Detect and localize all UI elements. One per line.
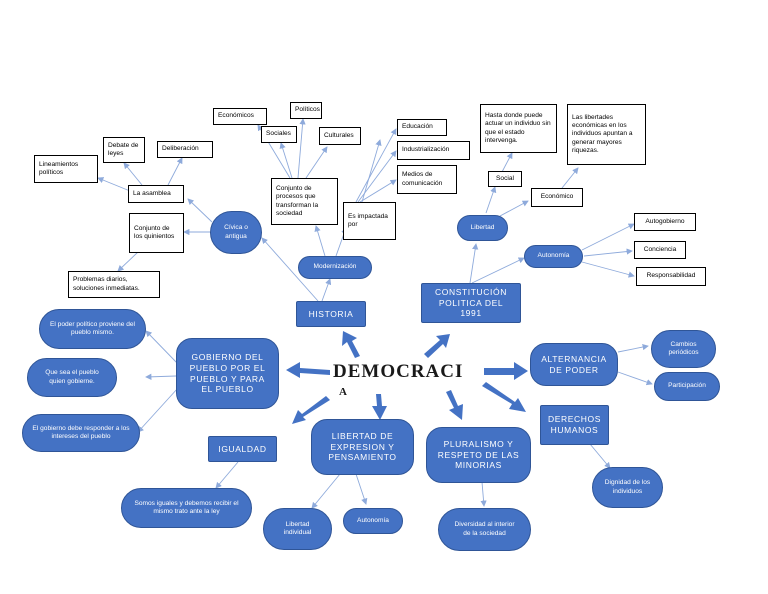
edge-impactada-medios2	[361, 139, 382, 203]
edge-historia-modernizacion	[321, 278, 332, 302]
edge-libertad-social	[485, 186, 497, 214]
problemas-box: Problemas diarios, soluciones inmediatas…	[68, 271, 160, 298]
edge-libertad-economico	[499, 200, 529, 217]
responsabilidad-box: Responsabilidad	[636, 267, 706, 286]
alternancia-node: ALTERNANCIA DE PODER	[530, 343, 618, 386]
edge-quinientos-problemas	[117, 251, 139, 272]
libexp-autonomia-node: Autonomía	[343, 508, 403, 534]
edge-derechos-dignidad	[589, 443, 611, 469]
economico-box: Económico	[531, 188, 583, 207]
edge-gobierno-quesea	[145, 373, 177, 380]
dignidad-node: Dignidad de los individuos	[592, 467, 663, 508]
lineamientos-box: Lineamientos políticos	[34, 155, 98, 183]
edge-autonomia-conciencia	[583, 248, 633, 257]
derechos-node: DERECHOS HUMANOS	[540, 405, 609, 445]
quesea-node: Que sea el pueblo quien gobierne.	[27, 358, 117, 397]
impactada-box: Es impactada por	[343, 202, 396, 240]
edge-procesos-sociales	[279, 142, 293, 179]
constitucion-node: CONSTITUCIÓN POLITICA DEL 1991	[421, 283, 521, 323]
educacion-box: Educación	[397, 119, 447, 136]
edge-igualdad-somos	[215, 461, 239, 489]
modernizacion-node: Modernización	[298, 256, 372, 279]
participacion-node: Participación	[654, 372, 720, 401]
arrow-to-derechos	[482, 382, 526, 412]
edge-modernizacion-procesos	[314, 225, 326, 257]
autogobierno-box: Autogobierno	[634, 213, 696, 231]
economicos-box: Económicos	[213, 108, 267, 125]
edge-alternancia-participacion	[617, 371, 653, 386]
somos-node: Somos iguales y debemos recibir el mismo…	[121, 488, 252, 528]
quinientos-box: Conjunto de los quinientos	[129, 213, 184, 253]
edge-autonomia-responsabilidad	[581, 261, 635, 278]
arrow-to-constitucion	[424, 334, 450, 358]
center-title-tail: A	[339, 386, 347, 398]
arrow-to-pluralismo	[446, 390, 463, 420]
edge-alternancia-cambios	[617, 343, 649, 353]
conciencia-box: Conciencia	[634, 241, 686, 259]
edge-asamblea-deliberacion	[167, 157, 183, 186]
libexp-node: LIBERTAD DE EXPRESION Y PENSAMIENTO	[311, 419, 414, 475]
sociales-box: Sociales	[261, 126, 297, 143]
igualdad-node: IGUALDAD	[208, 436, 277, 462]
edge-historia-civica	[261, 237, 319, 302]
libertades-box: Las libertades económicas en los individ…	[567, 104, 646, 165]
edge-procesos-politicos	[297, 118, 306, 179]
arrow-to-alternancia	[484, 362, 528, 380]
libertad-individual-node: Libertad individual	[263, 508, 332, 550]
arrow-to-historia	[342, 331, 360, 358]
edge-procesos-culturales	[305, 146, 328, 179]
debate-box: Debate de leyes	[103, 137, 145, 163]
medios-box: Medios de comunicación	[397, 165, 457, 194]
edge-impactada-educacion	[355, 128, 397, 203]
edge-constitucion-libertad	[469, 243, 479, 284]
civica-node: Cívica o antigua	[210, 211, 262, 254]
libertad-node: Libertad	[457, 215, 508, 241]
procesos-box: Conjunto de procesos que transforman la …	[271, 178, 338, 225]
poder-node: El poder político proviene del pueblo mi…	[39, 309, 146, 349]
edge-gobierno-responder	[137, 387, 179, 433]
arrow-to-igualdad	[292, 396, 330, 424]
pluralismo-node: PLURALISMO Y RESPETO DE LAS MINORIAS	[426, 427, 531, 483]
edge-libexp-individual	[311, 473, 341, 509]
edge-asamblea-lineamientos	[97, 177, 131, 192]
hasta-box: Hasta donde puede actuar un individuo si…	[480, 104, 557, 153]
autonomia-node: Autonomía	[524, 245, 583, 268]
responder-node: El gobierno debe responder a los interes…	[22, 414, 140, 452]
deliberacion-box: Deliberación	[157, 141, 213, 158]
edge-impactada-medios	[359, 179, 397, 203]
social-box: Social	[488, 171, 522, 187]
cambios-node: Cambios periódicos	[651, 330, 716, 368]
asamblea-box: La asamblea	[128, 185, 184, 203]
historia-node: HISTORIA	[296, 301, 366, 327]
edge-civica-asamblea	[187, 198, 213, 223]
edge-autonomia-autogobierno	[581, 223, 635, 251]
culturales-box: Culturales	[319, 127, 361, 145]
gobierno-node: GOBIERNO DEL PUEBLO POR EL PUEBLO Y PARA…	[176, 338, 279, 409]
edge-libexp-autonomia	[355, 473, 368, 505]
industrializacion-box: Industrialización	[397, 141, 470, 160]
edge-gobierno-poder	[145, 330, 179, 365]
edge-asamblea-debate	[123, 162, 143, 186]
diversidad-node: Diversidad al interior de la sociedad	[438, 508, 531, 551]
politicos-box: Políticos	[290, 102, 322, 119]
edge-constitucion-autonomia	[471, 257, 525, 284]
edge-economico-libertades	[561, 167, 579, 189]
edge-impactada-industrializacion	[357, 150, 397, 203]
edge-social-hasta	[501, 152, 513, 173]
arrow-to-gobierno	[286, 362, 330, 378]
center-title: DEMOCRACI	[333, 361, 464, 382]
edge-pluralismo-diversidad	[480, 481, 487, 507]
arrow-to-libexp	[372, 394, 387, 420]
